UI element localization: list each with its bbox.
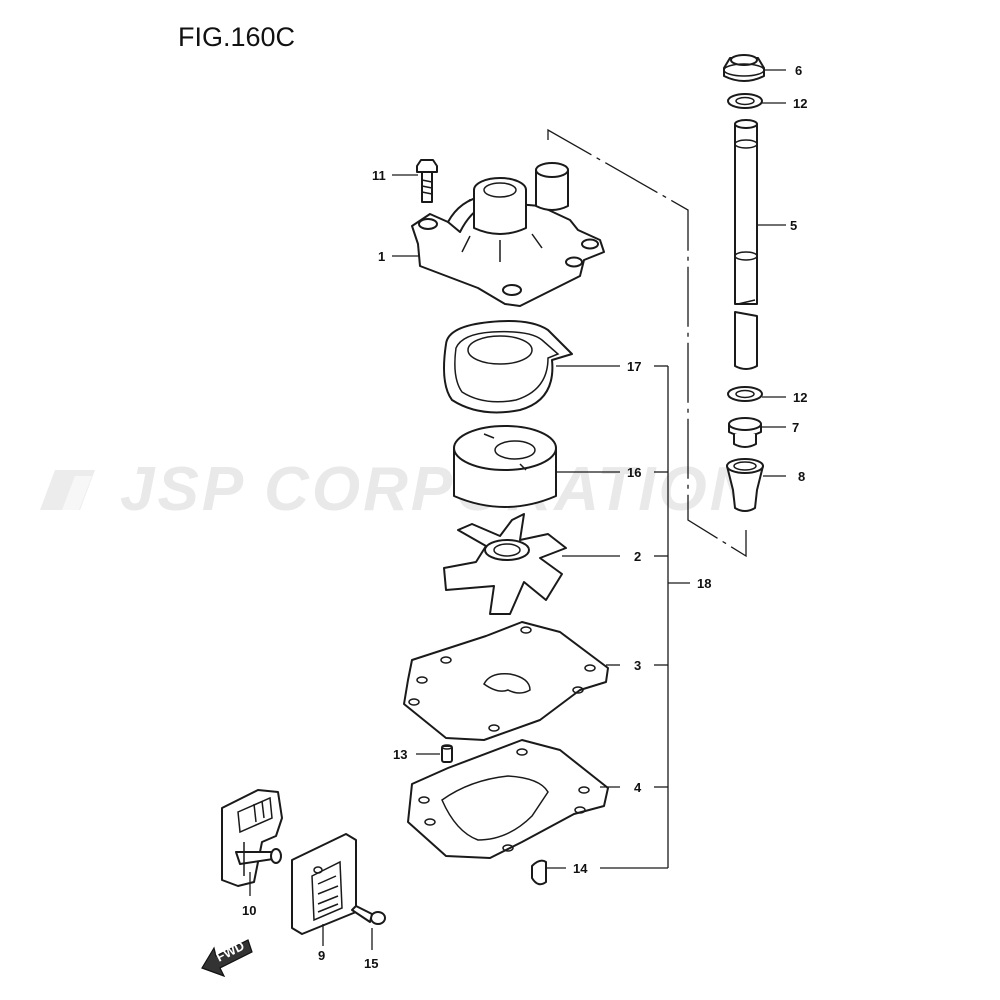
callout-7: 7: [792, 420, 799, 435]
part-8-seal[interactable]: [726, 458, 764, 512]
callout-9: 9: [318, 948, 325, 963]
callout-3: 3: [634, 658, 641, 673]
leader-lines: [249, 69, 786, 950]
part-17-seal-ring[interactable]: [443, 320, 573, 414]
part-1-pump-housing[interactable]: [411, 162, 605, 307]
callout-17: 17: [627, 359, 641, 374]
fwd-arrow: FWD: [201, 938, 253, 978]
callout-1: 1: [378, 249, 385, 264]
part-3-plate[interactable]: [403, 621, 609, 741]
callout-18: 18: [697, 576, 711, 591]
part-5-water-tube[interactable]: [734, 119, 758, 370]
part-7-grommet[interactable]: [728, 417, 762, 448]
part-16-insert[interactable]: [453, 425, 557, 508]
callout-4: 4: [634, 780, 642, 795]
part-14-key[interactable]: [531, 859, 547, 886]
callout-15: 15: [364, 956, 378, 971]
part-15-screw[interactable]: [351, 905, 386, 925]
callout-11: 11: [372, 168, 386, 183]
callout-6: 6: [795, 63, 802, 78]
part-13-dowel-pin[interactable]: [441, 744, 453, 763]
callout-2: 2: [634, 549, 641, 564]
callout-14: 14: [573, 861, 588, 876]
part-12-washer-bottom[interactable]: [727, 386, 763, 402]
part-10-bracket[interactable]: [221, 789, 283, 887]
watermark: JSP CORPORATION: [40, 455, 758, 524]
callout-12-bottom: 12: [793, 390, 807, 405]
part-6-grommet[interactable]: [723, 54, 765, 82]
part-11-bolt[interactable]: [416, 159, 438, 203]
figure-title: FIG.160C: [178, 22, 295, 52]
callout-8: 8: [798, 469, 805, 484]
part-9-cover[interactable]: [291, 833, 357, 935]
callout-13: 13: [393, 747, 407, 762]
watermark-text: JSP CORPORATION: [120, 455, 758, 524]
part-12-washer-top[interactable]: [727, 93, 763, 109]
callout-10: 10: [242, 903, 256, 918]
callout-12-top: 12: [793, 96, 807, 111]
part-2-impeller[interactable]: [443, 513, 567, 615]
part-4-gasket[interactable]: [407, 739, 609, 859]
callout-16: 16: [627, 465, 641, 480]
callout-5: 5: [790, 218, 797, 233]
